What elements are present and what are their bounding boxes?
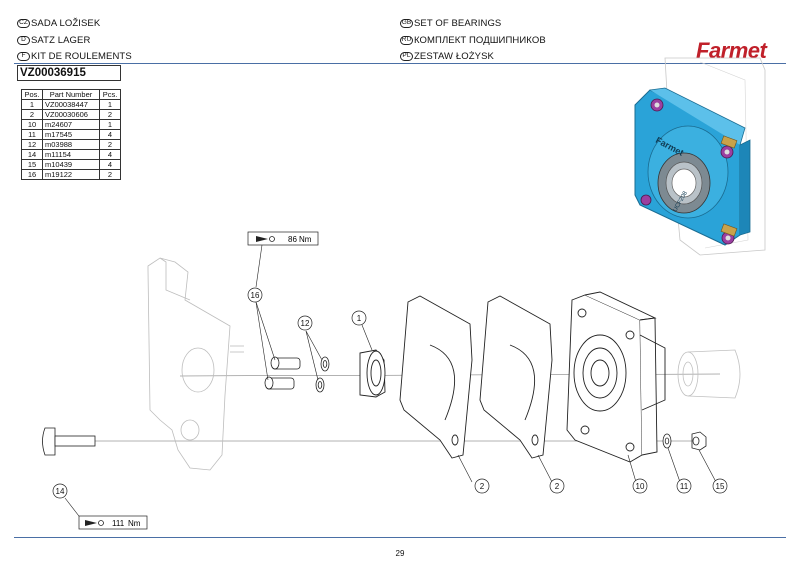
- header-text: ZESTAW ŁOŻYSK: [414, 51, 494, 62]
- svg-text:10: 10: [636, 482, 645, 491]
- callout-10: 10: [632, 478, 648, 494]
- lang-badge: RU: [400, 36, 413, 45]
- callout-11: 11: [676, 478, 692, 494]
- svg-text:11: 11: [680, 482, 689, 491]
- ghost-bracket: [147, 257, 244, 471]
- nut-15: [691, 431, 707, 451]
- carriage-bolt-14: [42, 427, 96, 456]
- render-bolt: [650, 98, 664, 112]
- flange-bearing-10: [566, 291, 666, 463]
- callout-16: 16: [247, 287, 263, 303]
- callout-2a: 2: [474, 478, 490, 494]
- header-rule: [14, 63, 786, 64]
- callout-2b: 2: [549, 478, 565, 494]
- callouts: 16 12 1 14 2 2 10 11 15: [52, 287, 728, 499]
- lang-badge: CZ: [17, 19, 30, 28]
- torque-box-86: 86 Nm: [247, 231, 319, 246]
- washers-12: [315, 356, 330, 393]
- header-lang-d: D SATZ LAGER: [17, 35, 90, 46]
- leader-lines: [64, 244, 717, 521]
- header-text: КОМПЛЕКТ ПОДШИПНИКОВ: [414, 35, 546, 46]
- svg-text:15: 15: [716, 482, 725, 491]
- torque-value: 111: [112, 519, 125, 528]
- torque-unit: Nm: [299, 235, 312, 244]
- torque-value: 86: [288, 235, 297, 244]
- cell-pcs: 2: [99, 169, 121, 180]
- svg-text:2: 2: [555, 482, 560, 491]
- svg-text:12: 12: [301, 319, 310, 328]
- assembly-code: VZ00036915: [17, 65, 121, 81]
- lang-badge: F: [17, 52, 30, 61]
- lang-badge: PL: [400, 52, 413, 61]
- page-number: 29: [395, 549, 405, 558]
- callout-12: 12: [297, 315, 313, 331]
- lang-badge: GB: [400, 19, 413, 28]
- render-bolt: [640, 194, 652, 206]
- ghost-collar: [677, 349, 741, 399]
- spacer-plate-2b: [479, 295, 553, 459]
- lang-badge: D: [17, 36, 30, 45]
- header-lang-ru: RU КОМПЛЕКТ ПОДШИПНИКОВ: [400, 35, 546, 46]
- header-text: SATZ LAGER: [31, 35, 91, 46]
- header-text: SADA LOŽISEK: [31, 18, 101, 29]
- bolts-16: [264, 356, 301, 390]
- farmet-logo: Farmet: [696, 38, 767, 63]
- torque-box-111: 111 Nm: [78, 515, 148, 530]
- header-lang-cz: CZ SADA LOŽISEK: [17, 18, 100, 29]
- svg-text:16: 16: [251, 291, 260, 300]
- svg-text:2: 2: [480, 482, 485, 491]
- footer-rule: [14, 537, 786, 538]
- svg-text:14: 14: [56, 487, 65, 496]
- callout-14: 14: [52, 483, 68, 499]
- spacer-plate-2a: [399, 295, 473, 459]
- part-1-bushing: [359, 349, 386, 398]
- torque-unit: Nm: [128, 519, 141, 528]
- render-bolt: [720, 145, 734, 159]
- header-lang-pl: PL ZESTAW ŁOŻYSK: [400, 51, 494, 62]
- callout-1: 1: [351, 310, 367, 326]
- callout-15: 15: [712, 478, 728, 494]
- header-text: KIT DE ROULEMENTS: [31, 51, 132, 62]
- header-lang-gb: GB SET OF BEARINGS: [400, 18, 501, 29]
- svg-text:1: 1: [357, 314, 362, 323]
- header-text: SET OF BEARINGS: [414, 18, 502, 29]
- washer-11: [662, 433, 672, 449]
- bearing-render: Farmet UCF208: [634, 57, 766, 256]
- header-lang-f: F KIT DE ROULEMENTS: [17, 51, 132, 62]
